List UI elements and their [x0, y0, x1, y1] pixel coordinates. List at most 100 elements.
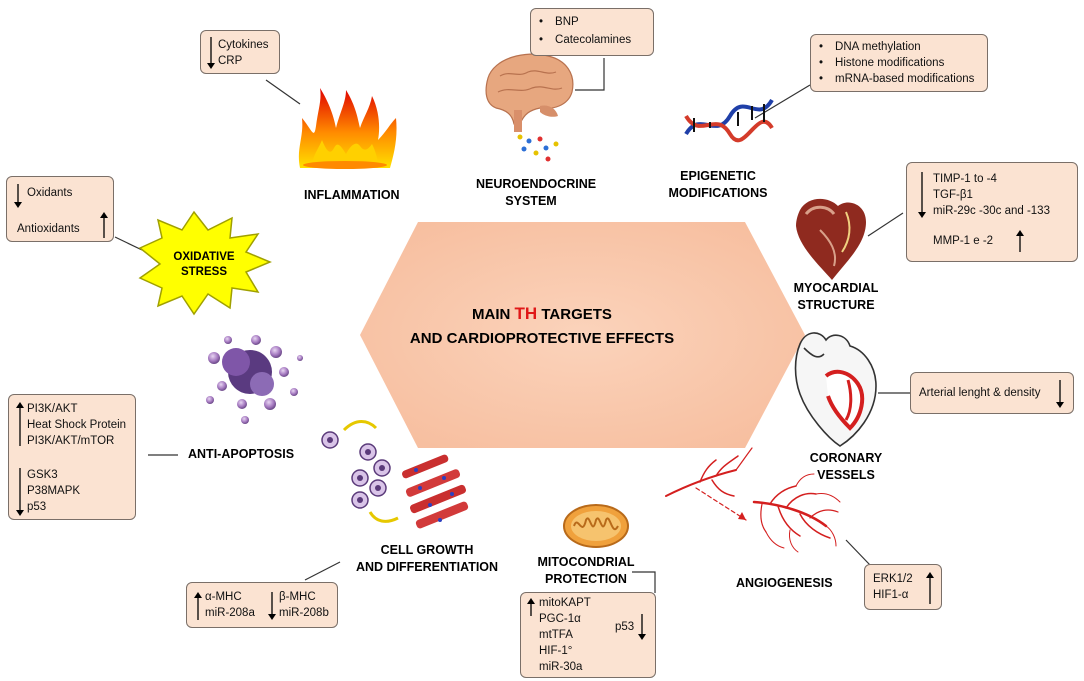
center-subtitle-text: AND CARDIOPROTECTIVE EFFECTS — [409, 330, 675, 347]
text-oxidants: Oxidants — [27, 187, 73, 199]
text-crp: CRP — [218, 55, 243, 67]
center-title-th: TH — [514, 304, 538, 323]
central-hexagon — [360, 222, 805, 448]
text-bnp: BNP — [555, 16, 579, 28]
arrow-down-icon — [16, 468, 24, 516]
text-mir30a: miR-30a — [539, 661, 583, 673]
text-mir208b: miR-208b — [279, 607, 329, 619]
box-oxidative: Oxidants Antioxidants — [6, 176, 114, 242]
text-pi3k-akt-mtor: PI3K/AKT/mTOR — [27, 435, 115, 447]
label-mitocondrial: MITOCONDRIAL PROTECTION — [534, 554, 638, 588]
oxidative-starburst — [138, 210, 272, 316]
box-coronary: Arterial lenght & density — [910, 372, 1074, 414]
text-mrna: mRNA-based modifications — [835, 73, 975, 85]
box-mitochondrial: mitoKAPT PGC-1α mtTFA HIF-1° miR-30a p53 — [520, 592, 656, 678]
text-arterial: Arterial lenght & density — [919, 387, 1041, 399]
label-cell-line2: AND DIFFERENTIATION — [355, 560, 499, 574]
label-mito-line1: MITOCONDRIAL — [537, 555, 635, 569]
label-coronary: CORONARY VESSELS — [806, 450, 886, 484]
text-hif1: HIF-1° — [539, 645, 573, 657]
box-angiogenesis: ERK1/2 HIF1-α — [864, 564, 942, 610]
text-mmp: MMP-1 e -2 — [933, 235, 994, 247]
text-erk: ERK1/2 — [873, 573, 913, 585]
text-hif1a: HIF1-α — [873, 589, 909, 601]
apoptosis-cells-illustration — [206, 335, 303, 424]
mitochondria-illustration — [563, 504, 629, 548]
label-myo-line2: STRUCTURE — [797, 298, 875, 312]
label-neuroendocrine: NEUROENDOCRINE SYSTEM — [476, 176, 597, 210]
arrow-down-icon — [14, 184, 22, 208]
label-epi-line2: MODIFICATIONS — [668, 186, 768, 200]
arrow-up-icon — [16, 402, 24, 446]
arrow-down-icon — [638, 614, 646, 640]
arrow-up-icon — [100, 212, 108, 238]
text-mitokapt: mitoKAPT — [539, 597, 591, 609]
arrow-up-icon — [194, 592, 202, 620]
box-cell-growth: α-MHC miR-208a β-MHC miR-208b — [186, 582, 338, 628]
text-p38mapk: P38MAPK — [27, 485, 81, 497]
cell-growth-illustration — [321, 420, 470, 530]
center-title: MAIN TH TARGETS — [0, 304, 1084, 324]
label-epigenetic: EPIGENETIC MODIFICATIONS — [658, 168, 778, 202]
label-cor-line1: CORONARY — [809, 451, 883, 465]
text-histone: Histone modifications — [835, 57, 945, 69]
text-alpha-mhc: α-MHC — [205, 591, 242, 603]
center-subtitle: AND CARDIOPROTECTIVE EFFECTS — [0, 330, 1084, 347]
label-myocardial: MYOCARDIAL STRUCTURE — [790, 280, 882, 314]
box-myocardial: TIMP-1 to -4 TGF-β1 miR-29c -30c and -13… — [906, 162, 1078, 262]
center-title-post: TARGETS — [537, 306, 612, 323]
label-neuro-line1: NEUROENDOCRINE — [476, 177, 597, 191]
box-neuroendocrine: • BNP • Catecolamines — [530, 8, 654, 56]
text-tgf: TGF-β1 — [933, 189, 973, 201]
label-cell-growth: CELL GROWTH AND DIFFERENTIATION — [352, 542, 502, 576]
label-mito-line2: PROTECTION — [545, 572, 627, 586]
arrow-up-icon — [1016, 230, 1024, 252]
text-mir29c: miR-29c -30c and -133 — [933, 205, 1050, 217]
bullet-icon: • — [539, 16, 544, 28]
text-p53: p53 — [27, 501, 47, 513]
fire-illustration — [298, 88, 397, 169]
box-epigenetic: •DNA methylation •Histone modifications … — [810, 34, 988, 92]
text-mir208a: miR-208a — [205, 607, 255, 619]
center-title-pre: MAIN — [472, 306, 515, 323]
brain-illustration — [485, 53, 574, 162]
label-cell-line1: CELL GROWTH — [380, 543, 474, 557]
text-p53-mito: p53 — [615, 621, 635, 633]
text-timp: TIMP-1 to -4 — [933, 173, 997, 185]
label-anti-apoptosis: ANTI-APOPTOSIS — [188, 447, 295, 461]
text-gsk3: GSK3 — [27, 469, 58, 481]
bullet-icon: • — [539, 34, 544, 46]
text-heat-shock: Heat Shock Protein — [27, 419, 127, 431]
text-pi3k-akt: PI3K/AKT — [27, 403, 78, 415]
text-beta-mhc: β-MHC — [279, 591, 316, 603]
label-inflammation: INFLAMMATION — [304, 188, 400, 202]
label-epi-line1: EPIGENETIC — [680, 169, 756, 183]
arrow-down-icon — [268, 592, 276, 620]
label-cor-line2: VESSELS — [817, 468, 875, 482]
text-pgc1a: PGC-1α — [539, 613, 581, 625]
arrow-down-icon — [918, 172, 926, 218]
text-antioxidants: Antioxidants — [17, 223, 80, 235]
label-oxidative: OXIDATIVE STRESS — [172, 250, 236, 280]
label-neuro-line2: SYSTEM — [505, 194, 557, 208]
label-oxid-line2: STRESS — [180, 266, 227, 278]
dna-illustration — [684, 98, 774, 143]
arrow-up-icon — [527, 598, 535, 616]
bullet-icon: • — [819, 41, 824, 53]
text-catecolamines: Catecolamines — [555, 34, 632, 46]
bullet-icon: • — [819, 73, 824, 85]
coronary-heart-illustration — [794, 332, 877, 447]
label-oxid-line1: OXIDATIVE — [173, 251, 235, 263]
text-mttfa: mtTFA — [539, 629, 573, 641]
bullet-icon: • — [819, 57, 824, 69]
heart-illustration — [796, 198, 866, 280]
label-myo-line1: MYOCARDIAL — [793, 281, 879, 295]
box-anti-apoptosis: PI3K/AKT Heat Shock Protein PI3K/AKT/mTO… — [8, 394, 136, 520]
arrow-up-icon — [926, 572, 934, 604]
arrow-down-icon — [207, 37, 215, 69]
text-dna-methylation: DNA methylation — [835, 41, 921, 53]
box-inflammation: Cytokines CRP — [200, 30, 280, 74]
angiogenesis-illustration — [665, 447, 841, 553]
text-cytokines: Cytokines — [218, 39, 269, 51]
